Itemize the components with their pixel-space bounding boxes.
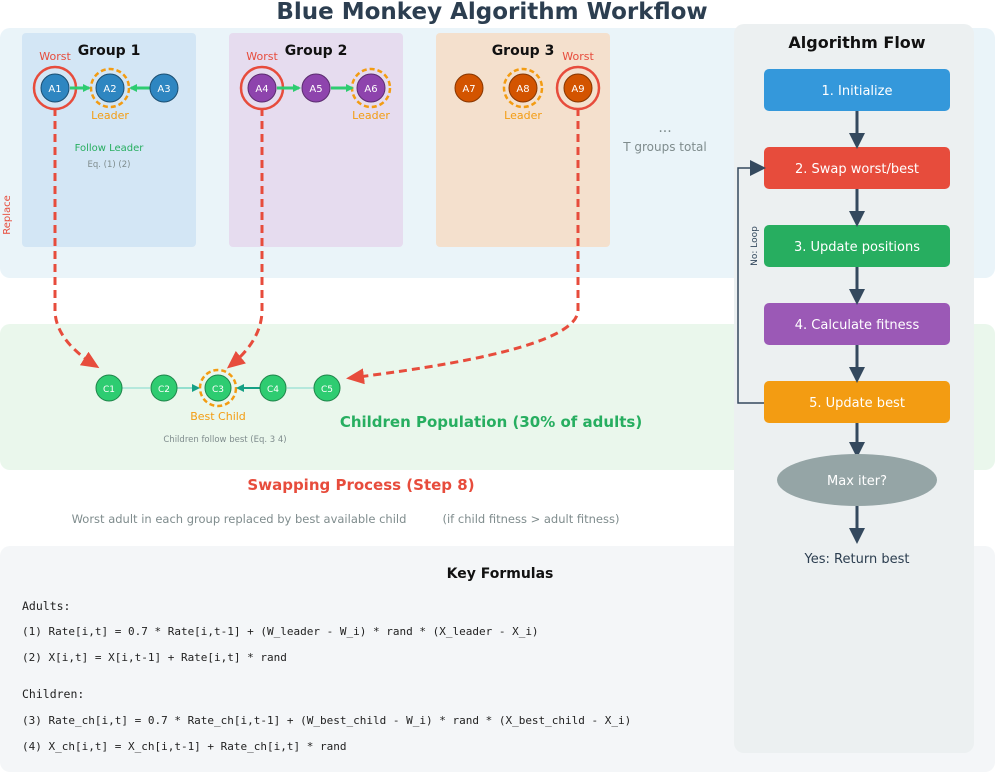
group-1-box: [22, 33, 196, 247]
group-2-title: Group 2: [285, 43, 348, 59]
follow-leader-note: Follow Leader: [75, 143, 145, 154]
adults-label: Adults:: [22, 599, 70, 613]
monkey-a1-label: A1: [48, 84, 61, 95]
formula-4: (4) X_ch[i,t] = X_ch[i,t-1] + Rate_ch[i,…: [22, 740, 347, 753]
flow-step-4-label: 4. Calculate fitness: [795, 318, 920, 333]
formulas-title: Key Formulas: [447, 566, 554, 582]
monkey-a7-node: [454, 73, 484, 103]
formula-3: (3) Rate_ch[i,t] = 0.7 * Rate_ch[i,t-1] …: [22, 714, 631, 727]
child-c3-node: [204, 374, 232, 402]
group-2-box: [229, 33, 403, 247]
decision-label: Max iter?: [827, 474, 887, 489]
group-3-box: [436, 33, 610, 247]
replace-arrow-a4-c3: [226, 108, 264, 369]
worst-label-group-3: Worst: [562, 50, 594, 63]
swapping-desc: Worst adult in each group replaced by be…: [72, 512, 407, 526]
children-label: Children:: [22, 687, 84, 701]
formula-1: (1) Rate[i,t] = 0.7 * Rate[i,t-1] + (W_l…: [22, 625, 539, 638]
monkey-a2-label: A2: [103, 84, 116, 95]
flow-step-5-label: 5. Update best: [809, 396, 905, 411]
monkey-a2-node: [95, 73, 125, 103]
children-follow-note: Children follow best (Eq. 3 4): [163, 435, 286, 445]
monkey-a7-label: A7: [462, 84, 475, 95]
monkey-a5-label: A5: [309, 84, 322, 95]
follow-leader-eq: Eq. (1) (2): [88, 160, 131, 170]
children-population-title: Children Population (30% of adults): [340, 413, 642, 431]
monkey-a9-label: A9: [571, 84, 584, 95]
algorithm-flow-title: Algorithm Flow: [788, 33, 925, 52]
flow-step-1-label: 1. Initialize: [822, 84, 893, 99]
worst-label-group-2: Worst: [246, 50, 278, 63]
child-c5-label: C5: [321, 385, 333, 395]
monkey-a4-label: A4: [255, 84, 268, 95]
flow-step-2-label: 2. Swap worst/best: [795, 162, 919, 177]
leader-ring-a8: [502, 67, 544, 109]
leader-label-group-2: Leader: [352, 109, 390, 122]
flow-step-2: [764, 147, 950, 189]
more-groups-ellipsis: ...: [658, 120, 671, 136]
swapping-condition: (if child fitness > adult fitness): [443, 512, 620, 526]
flow-step-3-label: 3. Update positions: [794, 240, 920, 255]
monkey-a8-node: [508, 73, 538, 103]
swapping-title: Swapping Process (Step 8): [247, 476, 474, 494]
child-c1-node: [95, 374, 123, 402]
loop-label: No: Loop: [750, 226, 760, 266]
child-c3-label: C3: [212, 385, 224, 395]
child-c2-label: C2: [158, 385, 170, 395]
flow-step-5: [764, 381, 950, 423]
monkey-a9-node: [563, 73, 593, 103]
monkey-a1-node: [40, 73, 70, 103]
replace-arrow-a9-c5: [346, 108, 580, 385]
group-1-title: Group 1: [78, 43, 141, 59]
monkey-a5-node: [301, 73, 331, 103]
monkey-a4-node: [247, 73, 277, 103]
formula-2: (2) X[i,t] = X[i,t-1] + Rate[i,t] * rand: [22, 651, 287, 664]
monkey-a3-label: A3: [157, 84, 170, 95]
group-3-title: Group 3: [492, 43, 555, 59]
leader-label-group-1: Leader: [91, 109, 129, 122]
flow-step-4: [764, 303, 950, 345]
loop-back-arrow: [737, 160, 766, 404]
child-c5-node: [313, 374, 341, 402]
monkey-a8-label: A8: [516, 84, 529, 95]
worst-label-group-1: Worst: [39, 50, 71, 63]
end-label: Yes: Return best: [804, 552, 910, 567]
monkey-a6-node: [356, 73, 386, 103]
flow-step-3: [764, 225, 950, 267]
child-c4-label: C4: [267, 385, 279, 395]
child-c1-label: C1: [103, 385, 115, 395]
monkey-a3-node: [149, 73, 179, 103]
replace-label: Replace: [2, 195, 13, 235]
best-child-label: Best Child: [190, 410, 246, 423]
replace-arrow-a1-c1: [53, 108, 100, 369]
child-c2-node: [150, 374, 178, 402]
page-title: Blue Monkey Algorithm Workflow: [276, 0, 707, 25]
groups-total-label: T groups total: [622, 140, 707, 154]
flow-step-1: [764, 69, 950, 111]
monkey-a6-label: A6: [364, 84, 377, 95]
leader-label-group-3: Leader: [504, 109, 542, 122]
child-c4-node: [259, 374, 287, 402]
decision-max-iter: [777, 454, 937, 506]
